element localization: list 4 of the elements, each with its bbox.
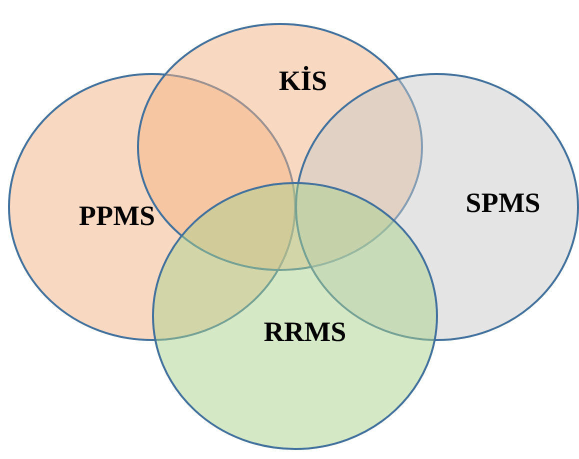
set-label: KİS [278, 66, 328, 98]
set-label: SPMS [466, 188, 540, 220]
set-label: PPMS [78, 201, 156, 233]
set-label: RRMS [264, 317, 346, 349]
